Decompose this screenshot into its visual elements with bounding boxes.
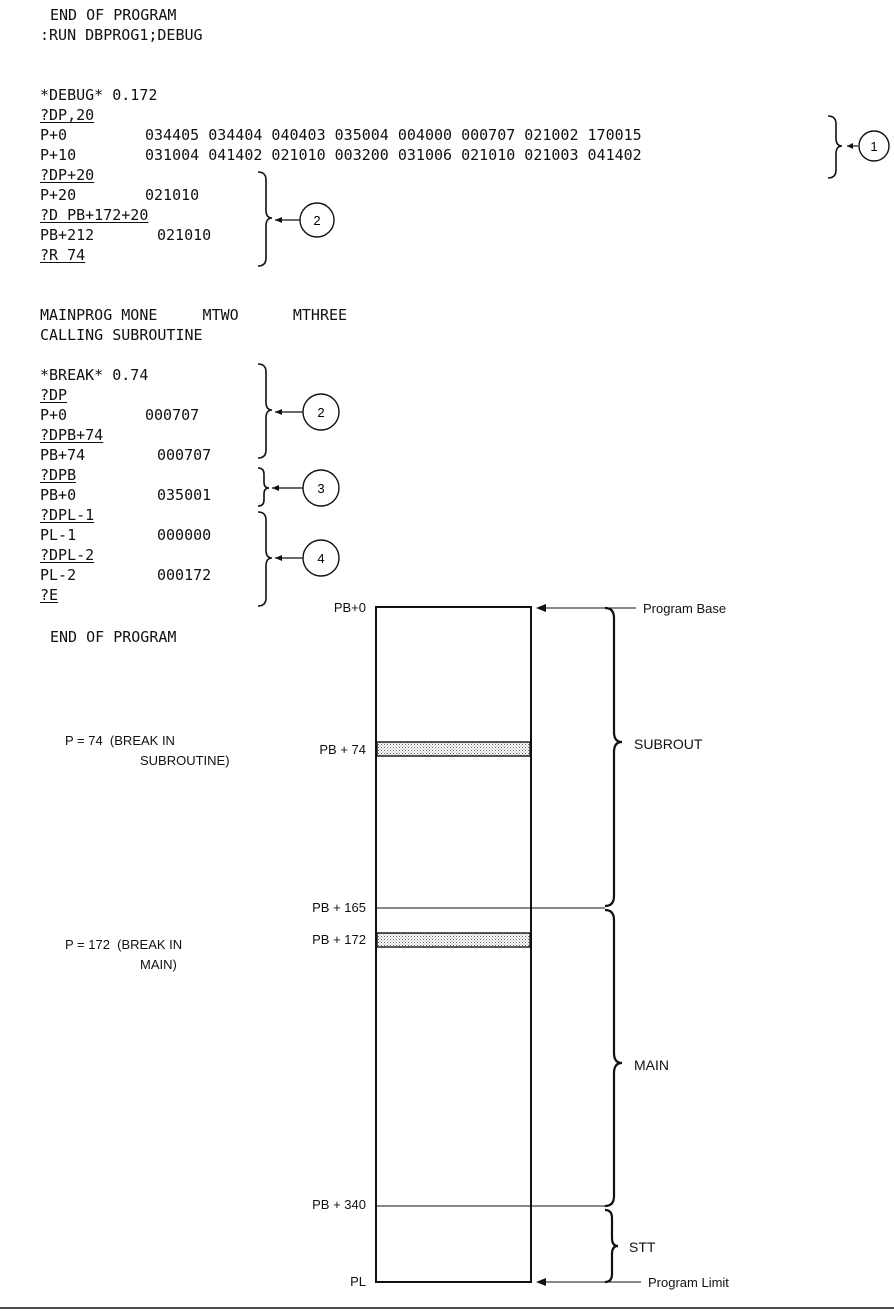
segment-subrout: SUBROUT	[634, 736, 703, 752]
cmd-e: ?E	[40, 586, 59, 604]
pl1-value: 000000	[157, 526, 212, 544]
pl2-label: PL-2	[40, 566, 77, 584]
cmd-dpl-2: ?DPL-2	[40, 546, 95, 564]
segment-stt: STT	[629, 1239, 656, 1255]
pb0-label: PB+0	[40, 486, 77, 504]
pb74-label: PB+74	[40, 446, 86, 464]
mainprog-line: MAINPROG MONE MTWO MTHREE	[40, 306, 348, 324]
cmd-r-74: ?R 74	[40, 246, 86, 264]
note-p172-line2: MAIN)	[140, 957, 177, 972]
callout-4-circle	[302, 539, 340, 577]
callout-1-text: 1	[870, 139, 877, 154]
p0-words: 034405 034404 040403 035004 004000 00070…	[145, 126, 642, 144]
pb212-value: 021010	[157, 226, 212, 244]
addr-pl: PL	[350, 1274, 366, 1289]
note-p74-line1: P = 74 (BREAK IN	[65, 733, 175, 748]
debug-header: *DEBUG* 0.172	[40, 86, 158, 104]
p0-label: P+0	[40, 126, 68, 144]
break-band-172	[376, 932, 531, 948]
brace-3	[257, 467, 270, 507]
segment-main: MAIN	[634, 1057, 669, 1073]
pp0-value: 000707	[145, 406, 200, 424]
pl1-label: PL-1	[40, 526, 77, 544]
pb212-label: PB+212	[40, 226, 95, 244]
cmd-dp: ?DP	[40, 386, 68, 404]
brace-subrout	[604, 606, 623, 908]
pb0-value: 035001	[157, 486, 212, 504]
note-p172-line1: P = 172 (BREAK IN	[65, 937, 183, 952]
cmd-dp-20: ?DP,20	[40, 106, 95, 124]
break-band-74	[376, 741, 531, 757]
p20-value: 021010	[145, 186, 200, 204]
pp0-label: P+0	[40, 406, 68, 424]
pl2-value: 000172	[157, 566, 212, 584]
callout-3-text: 3	[317, 481, 324, 496]
brace-2b	[257, 363, 273, 459]
note-p74-line2: SUBROUTINE)	[140, 753, 230, 768]
program-base-label: Program Base	[643, 601, 727, 616]
brace-1	[827, 115, 843, 179]
cmd-dpb-74: ?DPB+74	[40, 426, 104, 444]
callout-4-text: 4	[317, 551, 324, 566]
callout-2b-text: 2	[317, 405, 324, 420]
run-command: :RUN DBPROG1;DEBUG	[40, 26, 203, 44]
brace-stt	[604, 1208, 619, 1284]
addr-pb0: PB+0	[333, 600, 366, 615]
end-of-program-2: END OF PROGRAM	[50, 628, 177, 646]
p10-label: P+10	[40, 146, 77, 164]
calling-line: CALLING SUBROUTINE	[40, 326, 203, 344]
cmd-dpl-1: ?DPL-1	[40, 506, 95, 524]
p10-words: 031004 041402 021010 003200 031006 02101…	[145, 146, 642, 164]
brace-2a	[257, 171, 273, 267]
addr-pb74: PB + 74	[319, 742, 366, 757]
brace-main	[604, 908, 623, 1208]
cmd-d-pb-172-20: ?D PB+172+20	[40, 206, 149, 224]
addr-pb165: PB + 165	[312, 900, 366, 915]
addr-pb340: PB + 340	[312, 1197, 366, 1212]
break-header: *BREAK* 0.74	[40, 366, 149, 384]
callout-1-circle	[858, 130, 890, 162]
callout-2a-circle	[299, 202, 335, 238]
addr-pb172: PB + 172	[312, 932, 366, 947]
cmd-dpb: ?DPB	[40, 466, 77, 484]
callout-2a-text: 2	[313, 213, 320, 228]
p20-label: P+20	[40, 186, 77, 204]
callout-3-circle	[302, 469, 340, 507]
callout-2b-circle	[302, 393, 340, 431]
program-limit-label: Program Limit	[648, 1275, 729, 1290]
end-of-program-1: END OF PROGRAM	[50, 6, 177, 24]
pb74-value: 000707	[157, 446, 212, 464]
cmd-dp-plus-20: ?DP+20	[40, 166, 95, 184]
brace-4	[257, 511, 273, 607]
